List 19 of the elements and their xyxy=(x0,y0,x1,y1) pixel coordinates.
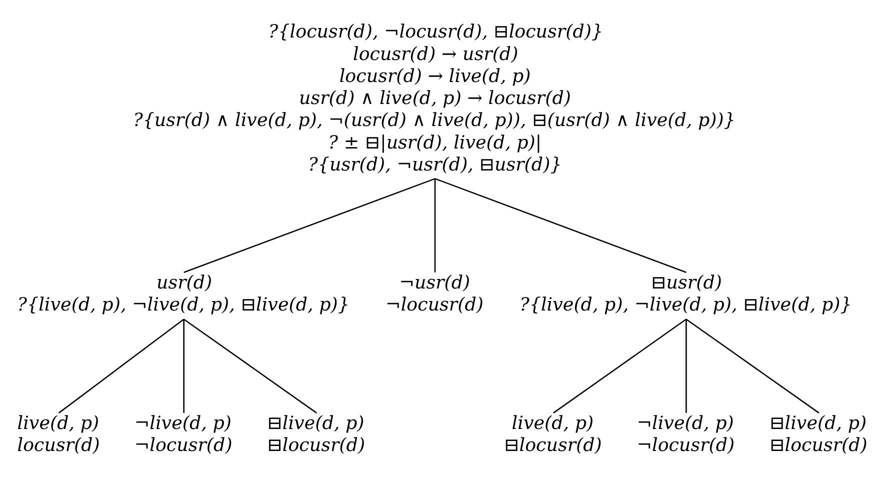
node-text: live(d, p) locusr(d) xyxy=(17,412,100,456)
node-text: ¬live(d, p) ¬locusr(d) xyxy=(636,412,735,456)
connector xyxy=(686,319,687,413)
connector xyxy=(58,318,184,414)
connector xyxy=(434,178,686,273)
connector xyxy=(434,178,436,272)
node-text: ?{locusr(d), ¬locusr(d), ⊟locusr(d)} locusr(d) → usr(d) locusr(d) → live(d, p) usr(d) ∧ live(d, p) → locusr(d) ?{usr(d) ∧ live(d, p), ¬(usr(d) ∧ live(d, p)), ⊟(usr(d) ∧ live(d, p))} ? ± ⊟|usr(d), live(d, p)| ?{usr(d), ¬usr(d), ⊟usr(d)} xyxy=(133,22,736,176)
node-text: ¬live(d, p) ¬locusr(d) xyxy=(134,412,232,456)
connector xyxy=(183,319,184,413)
connector xyxy=(553,318,687,414)
node-text: ⊟live(d, p) ⊟locusr(d) xyxy=(769,412,868,456)
connector xyxy=(686,318,820,414)
connector xyxy=(184,178,436,273)
node-text: usr(d) ?{live(d, p), ¬live(d, p), ⊟live(d, p)} xyxy=(17,272,350,316)
node-text: live(d, p) ⊟locusr(d) xyxy=(504,412,602,456)
node-text: ¬usr(d) ¬locusr(d) xyxy=(386,272,484,316)
node-text: ⊟usr(d) ?{live(d, p), ¬live(d, p), ⊟live(d, p)} xyxy=(520,272,852,316)
node-text: ⊟live(d, p) ⊟locusr(d) xyxy=(267,412,366,456)
connector xyxy=(183,318,317,414)
